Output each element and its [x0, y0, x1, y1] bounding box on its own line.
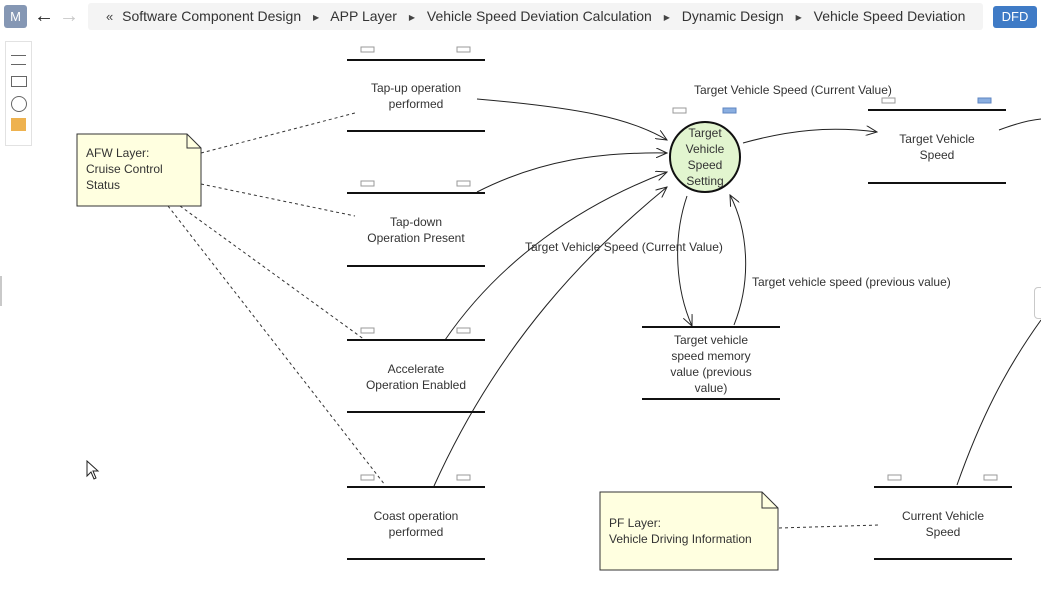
store-label-line: performed — [388, 97, 444, 111]
process-label-line: Target — [688, 126, 722, 140]
breadcrumb-separator-icon: ▶ — [795, 13, 802, 22]
store-tap-down[interactable]: Tap-down Operation Present — [347, 214, 485, 246]
breadcrumb-separator-icon: ▶ — [663, 13, 670, 22]
dashed-line-tool-icon[interactable] — [11, 64, 26, 65]
note-pf-fold — [761, 492, 778, 509]
store-accelerate[interactable]: Accelerate Operation Enabled — [347, 361, 485, 393]
breadcrumb-separator-icon: ▶ — [408, 13, 416, 22]
note-connectors — [167, 112, 881, 529]
note-text-line: Cruise Control — [86, 162, 163, 176]
store-label-line: Accelerate — [387, 362, 445, 376]
store-label-line: Target vehicle — [673, 333, 749, 347]
store-tap-up[interactable]: Tap-up operation performed — [347, 80, 485, 112]
store-label-line: Target Vehicle — [899, 132, 975, 146]
note-text-line: Status — [86, 178, 121, 192]
process-target-speed-setting[interactable] — [669, 121, 741, 193]
dfd-mode-button[interactable]: DFD — [993, 6, 1037, 28]
flow-tap-down[interactable] — [476, 153, 667, 193]
store-label-line: Current Vehicle — [901, 509, 985, 523]
store-label-line: value) — [694, 381, 728, 395]
note-afw-layer[interactable] — [76, 133, 202, 207]
store-label-line: Speed — [919, 148, 955, 162]
store-label-line: Tap-up operation — [370, 81, 462, 95]
right-panel-handle[interactable] — [1034, 287, 1041, 319]
rectangle-tool-icon[interactable] — [11, 76, 27, 87]
store-label-line: Operation Enabled — [365, 378, 467, 392]
shape-palette — [5, 41, 32, 146]
menu-button[interactable]: M — [4, 5, 27, 28]
process-label-line: Speed — [687, 158, 723, 172]
store-target-vehicle-speed[interactable]: Target Vehicle Speed — [868, 131, 1006, 163]
note-text-line: PF Layer: — [609, 516, 662, 530]
store-label-line: Operation Present — [367, 231, 465, 245]
store-label-line: Speed — [925, 525, 961, 539]
store-label-line: Tap-down — [389, 215, 443, 229]
store-label-line: Coast operation — [373, 509, 459, 523]
flow-label-to-memory: Target Vehicle Speed (Current Value) — [525, 240, 723, 254]
note-pf-text: PF Layer: Vehicle Driving Information — [609, 515, 752, 547]
breadcrumb-item[interactable]: Vehicle Speed Deviation Calculation — [426, 8, 652, 24]
breadcrumb-item[interactable]: Dynamic Design — [681, 8, 784, 24]
flow-target-speed-out[interactable] — [998, 118, 1041, 131]
flow-from-memory[interactable] — [730, 195, 747, 326]
flow-accelerate[interactable] — [444, 172, 667, 341]
process-label-line: Vehicle — [685, 142, 725, 156]
top-toolbar: M ← → « Software Component Design ▶ APP … — [0, 0, 1041, 34]
flow-label-from-memory: Target vehicle speed (previous value) — [752, 275, 951, 289]
note-afw-text: AFW Layer: Cruise Control Status — [86, 145, 163, 193]
line-tool-icon[interactable] — [11, 55, 26, 56]
mouse-cursor-icon — [86, 460, 100, 480]
store-label-line: value (previous — [670, 365, 752, 379]
store-ports — [360, 46, 998, 481]
note-text-line: AFW Layer: — [86, 146, 150, 160]
note-text-line: Vehicle Driving Information — [609, 532, 752, 546]
flow-coast[interactable] — [433, 187, 667, 487]
store-coast[interactable]: Coast operation performed — [347, 508, 485, 540]
breadcrumb-item[interactable]: APP Layer — [330, 8, 397, 24]
store-label-line: performed — [388, 525, 444, 539]
process-port — [672, 107, 687, 114]
breadcrumb-back-icon[interactable]: « — [106, 9, 114, 24]
process-port — [722, 107, 737, 114]
breadcrumb-item[interactable]: Software Component Design — [122, 8, 302, 24]
flow-current-speed[interactable] — [956, 319, 1041, 486]
flow-label-to-target-speed: Target Vehicle Speed (Current Value) — [694, 83, 892, 97]
note-pf-layer[interactable] — [599, 491, 779, 571]
note-tool-icon[interactable] — [11, 118, 26, 131]
store-lines — [347, 59, 1012, 560]
circle-tool-icon[interactable] — [11, 96, 27, 112]
breadcrumb-separator-icon: ▶ — [313, 13, 320, 22]
flow-tap-up[interactable] — [476, 98, 667, 140]
left-panel-handle[interactable] — [0, 276, 2, 306]
flow-to-memory[interactable] — [677, 195, 692, 326]
process-label-line: Setting — [686, 174, 724, 188]
flow-to-target-speed[interactable] — [742, 129, 877, 144]
store-speed-memory[interactable]: Target vehicle speed memory value (previ… — [642, 332, 780, 396]
breadcrumb-item-current[interactable]: Vehicle Speed Deviation — [813, 8, 966, 24]
arrow-right-icon[interactable]: → — [59, 5, 79, 27]
note-afw-fold — [186, 134, 201, 149]
process-label: Target Vehicle Speed Setting — [675, 125, 735, 189]
store-current-vehicle-speed[interactable]: Current Vehicle Speed — [874, 508, 1012, 540]
store-label-line: speed memory — [671, 349, 751, 363]
breadcrumb: « Software Component Design ▶ APP Layer … — [88, 3, 983, 30]
store-port — [977, 97, 992, 104]
arrow-left-icon[interactable]: ← — [34, 5, 54, 27]
